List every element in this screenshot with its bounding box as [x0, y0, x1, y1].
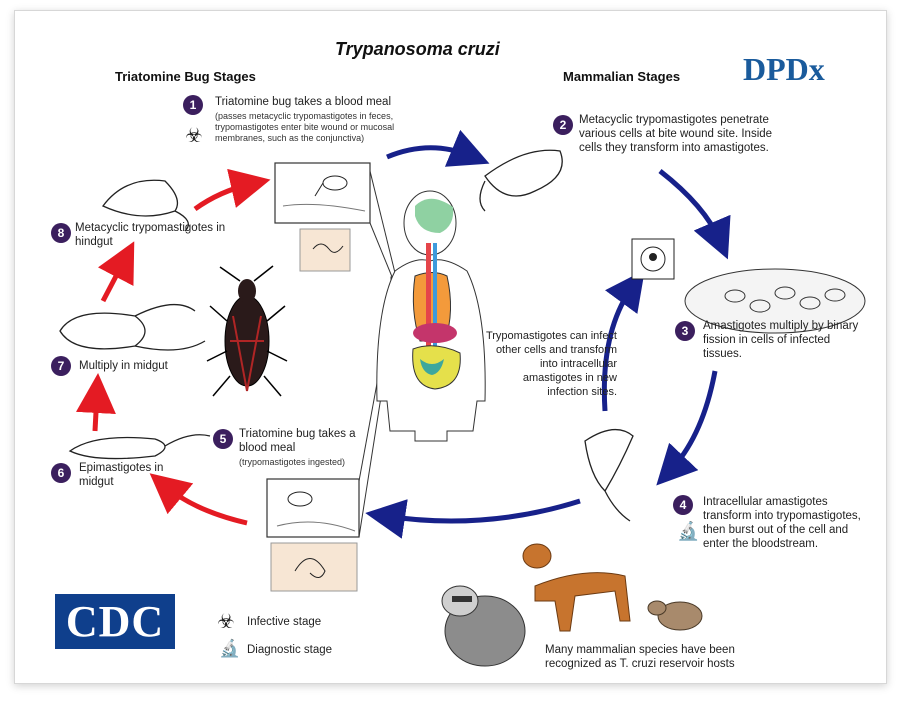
arrow-3-to-4 — [670, 371, 715, 471]
parasite-stage-4 — [585, 430, 633, 521]
mammal-stages-header: Mammalian Stages — [563, 69, 680, 84]
step-2-badge: 2 — [553, 115, 573, 135]
arrow-8-to-1 — [195, 184, 251, 209]
step-5-note: (trypomastigotes ingested) — [239, 457, 389, 468]
arrow-6-to-7 — [95, 393, 97, 431]
raccoon-image — [442, 586, 525, 666]
step-7-badge: 7 — [51, 356, 71, 376]
arrow-1-to-2 — [387, 148, 471, 157]
step-6-badge: 6 — [51, 463, 71, 483]
step-1-note: (passes metacyclic trypomastigotes in fe… — [215, 111, 445, 144]
opossum-image — [648, 601, 702, 630]
step-3-badge: 3 — [675, 321, 695, 341]
step-6-text: Epimastigotes in midgut — [79, 461, 169, 489]
bug-stages-header: Triatomine Bug Stages — [115, 69, 256, 84]
bite-box-1 — [275, 163, 370, 223]
arrow-7-to-8 — [103, 259, 125, 301]
parasite-stage-7 — [60, 305, 205, 350]
step-1-text: Triatomine bug takes a blood meal — [215, 95, 445, 109]
cdc-logo: CDC — [55, 594, 175, 649]
step-1-badge: 1 — [183, 95, 203, 115]
step-7-text: Multiply in midgut — [79, 359, 219, 373]
step-2-text: Metacyclic trypomastigotes penetrate var… — [579, 113, 779, 155]
dpdx-logo: DPDx — [743, 51, 825, 88]
human-figure — [377, 191, 485, 441]
arrow-5-to-6 — [165, 486, 247, 523]
step-5-badge: 5 — [213, 429, 233, 449]
biohazard-icon: ☣ — [185, 123, 203, 148]
legend-diagnostic: Diagnostic stage — [247, 644, 332, 656]
microscope-icon: 🔬 — [677, 521, 699, 542]
step-3-text: Amastigotes multiply by binary fission i… — [703, 319, 863, 361]
parasite-stage-6 — [70, 435, 210, 459]
legend-microscope-icon: 🔬 — [219, 639, 240, 659]
blood-box — [271, 543, 357, 591]
step-8-badge: 8 — [51, 223, 71, 243]
diagram-title: Trypanosoma cruzi — [335, 39, 500, 60]
feces-box — [300, 229, 350, 271]
legend-infective: Infective stage — [247, 616, 321, 628]
diagram-frame: Trypanosoma cruzi Triatomine Bug Stages … — [14, 10, 887, 684]
reinfection-note: Trypomastigotes can infect other cells a… — [485, 329, 617, 399]
arrow-2-to-3 — [660, 171, 720, 241]
reservoir-note: Many mammalian species have been recogni… — [545, 643, 775, 671]
legend-biohazard-icon: ☣ — [217, 609, 235, 634]
arrow-4-to-5 — [385, 501, 580, 521]
step-5-text: Triatomine bug takes a blood meal — [239, 427, 369, 455]
dog-image — [523, 544, 630, 631]
step-8-text: Metacyclic trypomastigotes in hindgut — [75, 221, 235, 249]
triatomine-bug — [207, 266, 287, 396]
parasite-stage-2 — [480, 150, 562, 211]
step-4-badge: 4 — [673, 495, 693, 515]
step-4-text: Intracellular amastigotes transform into… — [703, 495, 873, 551]
bite-box-5 — [267, 479, 359, 537]
